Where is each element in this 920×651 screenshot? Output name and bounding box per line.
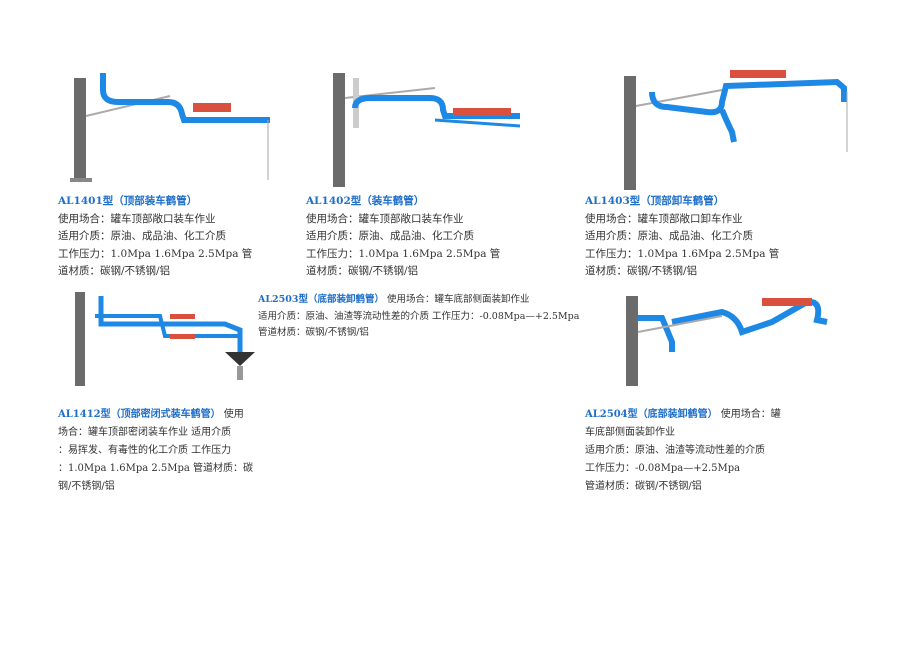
description-line: 车底部侧面装卸作业 [585, 427, 675, 438]
product-title: AL1401型（顶部装车鹤管） [58, 195, 198, 207]
al1412-loading-arm-image [75, 292, 255, 386]
description-line: ：1.0Mpa 1.6Mpa 2.5Mpa 管道材质：碳 [58, 463, 254, 474]
description-line: 场合：罐车顶部密闭装车作业 适用介质 [58, 427, 232, 438]
al1402-description: AL1402型（装车鹤管） 使用场合：罐车顶部敞口装车作业 适用介质：原油、成品… [306, 193, 500, 281]
al1412-description: AL1412型（顶部密闭式装车鹤管） 使用 场合：罐车顶部密闭装车作业 适用介质… [58, 406, 253, 496]
al1401-description: AL1401型（顶部装车鹤管） 使用场合：罐车顶部敞口装车作业 适用介质：原油、… [58, 193, 252, 281]
al1402-loading-arm-image [333, 73, 521, 187]
product-title: AL1403型（顶部卸车鹤管） [585, 195, 725, 207]
description-line: 适用介质：原油、油渣等流动性差的介质 工作压力：-0.08Mpa—+2.5Mpa [258, 310, 580, 322]
al1401-loading-arm-image [70, 73, 270, 182]
medium-line: 适用介质：原油、成品油、化工介质 [58, 230, 226, 243]
usage-line: 使用场合：罐车顶部敞口卸车作业 [585, 212, 743, 225]
description-line: 钢/不锈钢/铝 [58, 481, 115, 492]
material-line: 道材质：碳钢/不锈钢/铝 [585, 265, 698, 278]
al2504-description: AL2504型（底部装卸鹤管） 使用场合：罐 车底部侧面装卸作业 适用介质：原油… [585, 406, 781, 496]
pressure-line: 工作压力：1.0Mpa 1.6Mpa 2.5Mpa 管 [58, 247, 253, 260]
al1403-description: AL1403型（顶部卸车鹤管） 使用场合：罐车顶部敞口卸车作业 适用介质：原油、… [585, 193, 779, 281]
al1403-loading-arm-image [624, 70, 848, 190]
medium-line: 适用介质：原油、成品油、化工介质 [306, 230, 474, 243]
material-line: 道材质：碳钢/不锈钢/铝 [306, 265, 419, 278]
description-line: 适用介质：原油、油渣等流动性差的介质 [585, 445, 765, 456]
medium-line: 适用介质：原油、成品油、化工介质 [585, 230, 753, 243]
usage-line: 使用场合：罐车顶部敞口装车作业 [306, 212, 464, 225]
product-title: AL1412型（顶部密闭式装车鹤管） [58, 409, 221, 420]
pressure-line: 工作压力：1.0Mpa 1.6Mpa 2.5Mpa 管 [585, 247, 780, 260]
description-line: 管道材质：碳钢/不锈钢/铝 [258, 327, 369, 338]
description-line: ：易挥发、有毒性的化工介质 工作压力 [58, 445, 232, 456]
title-tail: 使用场合：罐车底部侧面装卸作业 [384, 294, 530, 305]
description-line: 工作压力：-0.08Mpa—+2.5Mpa [585, 463, 741, 474]
product-title: AL1402型（装车鹤管） [306, 195, 425, 207]
product-title: AL2504型（底部装卸鹤管） [585, 409, 718, 420]
product-title: AL2503型（底部装卸鹤管） [258, 294, 384, 305]
usage-line: 使用场合：罐车顶部敞口装车作业 [58, 212, 216, 225]
title-tail: 使用场合：罐 [717, 409, 781, 420]
al2504-loading-arm-image [626, 296, 828, 386]
title-tail: 使用 [220, 409, 244, 420]
al2503-description: AL2503型（底部装卸鹤管） 使用场合：罐车底部侧面装卸作业 适用介质：原油、… [258, 292, 579, 342]
description-line: 管道材质：碳钢/不锈钢/铝 [585, 481, 702, 492]
material-line: 道材质：碳钢/不锈钢/铝 [58, 265, 171, 278]
pressure-line: 工作压力：1.0Mpa 1.6Mpa 2.5Mpa 管 [306, 247, 501, 260]
